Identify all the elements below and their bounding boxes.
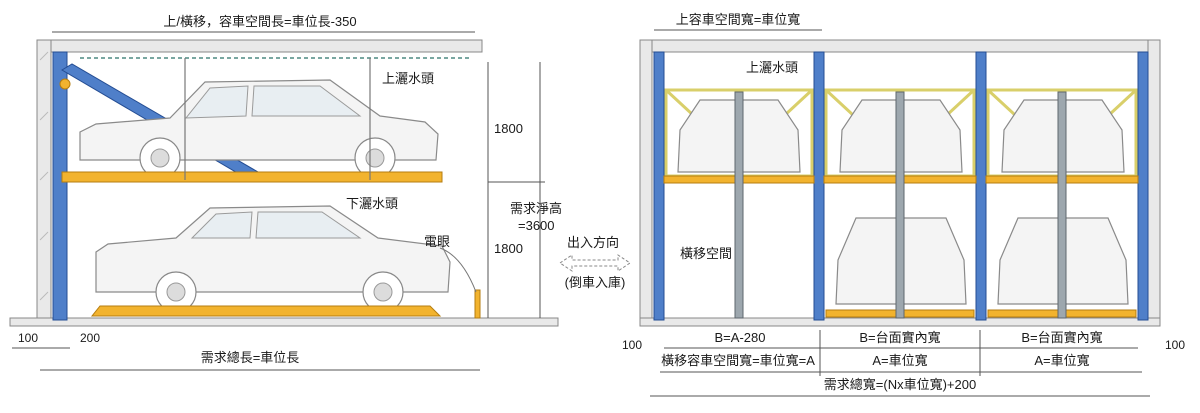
right-left-wall xyxy=(639,39,653,326)
left-upper-car xyxy=(79,79,439,179)
bay-1-width: 橫移容車空間寬=車位寬=A xyxy=(661,353,815,368)
right-column-3 xyxy=(975,51,987,321)
right-right-gap-label: 100 xyxy=(1165,338,1185,352)
clear-height-label-2: =3600 xyxy=(518,218,555,233)
lower-height-label: 1800 xyxy=(494,241,523,256)
sensor-label: 電眼 xyxy=(424,234,450,249)
right-floor xyxy=(639,317,1161,327)
direction-arrow xyxy=(559,254,631,272)
right-column-1 xyxy=(653,51,665,321)
bay-3-inner-width: B=台面實內寬 xyxy=(1021,330,1102,345)
left-steel-column xyxy=(52,51,68,321)
lift-post-1 xyxy=(734,91,744,319)
right-right-wall xyxy=(1147,39,1161,326)
sensor-post xyxy=(474,289,481,319)
shift-space-label: 橫移空間 xyxy=(680,246,732,261)
left-upper-sprinkler-label: 上灑水頭 xyxy=(382,71,434,86)
lift-post-3 xyxy=(1057,91,1067,319)
left-top-dimension: 上/橫移，容車空間長=車位長-350 xyxy=(163,14,356,29)
bay-2-width: A=車位寬 xyxy=(872,353,927,368)
left-lower-deck xyxy=(90,305,442,317)
bay-1-inner-width: B=A-280 xyxy=(715,330,766,345)
right-column-2 xyxy=(813,51,825,321)
left-total-length-label: 需求總長=車位長 xyxy=(201,350,300,365)
bay-3-width: A=車位寬 xyxy=(1034,353,1089,368)
right-front-view: 上容車空間寬=車位寬 上灑水頭 橫移空間 100 100 B=A-280 B=台… xyxy=(622,12,1185,397)
right-left-gap-label: 100 xyxy=(622,338,642,352)
right-upper-sprinkler-label: 上灑水頭 xyxy=(746,60,798,75)
left-upper-deck xyxy=(61,171,443,183)
right-column-4 xyxy=(1137,51,1149,321)
direction-label: 出入方向 xyxy=(567,235,619,250)
left-side-view: 上/橫移，容車空間長=車位長-350 上灑水頭 下灑水頭 電眼 1800 180… xyxy=(9,14,562,371)
left-wall-gap-label: 100 xyxy=(18,331,38,345)
left-lower-car xyxy=(95,205,451,313)
left-lower-sprinkler-label: 下灑水頭 xyxy=(346,196,398,211)
reverse-entry-label: (倒車入庫) xyxy=(565,275,626,290)
right-ceiling xyxy=(639,39,1161,53)
upper-height-label: 1800 xyxy=(494,121,523,136)
right-total-width-label: 需求總寬=(Nx車位寬)+200 xyxy=(824,377,976,392)
left-pit-gap-label: 200 xyxy=(80,331,100,345)
left-wall xyxy=(36,39,52,326)
right-top-dimension: 上容車空間寬=車位寬 xyxy=(676,12,801,27)
left-ceiling xyxy=(36,39,483,53)
clear-height-label-1: 需求淨高 xyxy=(510,201,562,216)
left-pulley xyxy=(59,78,71,90)
direction-indicator: 出入方向 (倒車入庫) xyxy=(559,235,631,290)
bay-2-inner-width: B=台面實內寬 xyxy=(859,330,940,345)
left-floor xyxy=(9,317,559,327)
lift-post-2 xyxy=(895,91,905,319)
